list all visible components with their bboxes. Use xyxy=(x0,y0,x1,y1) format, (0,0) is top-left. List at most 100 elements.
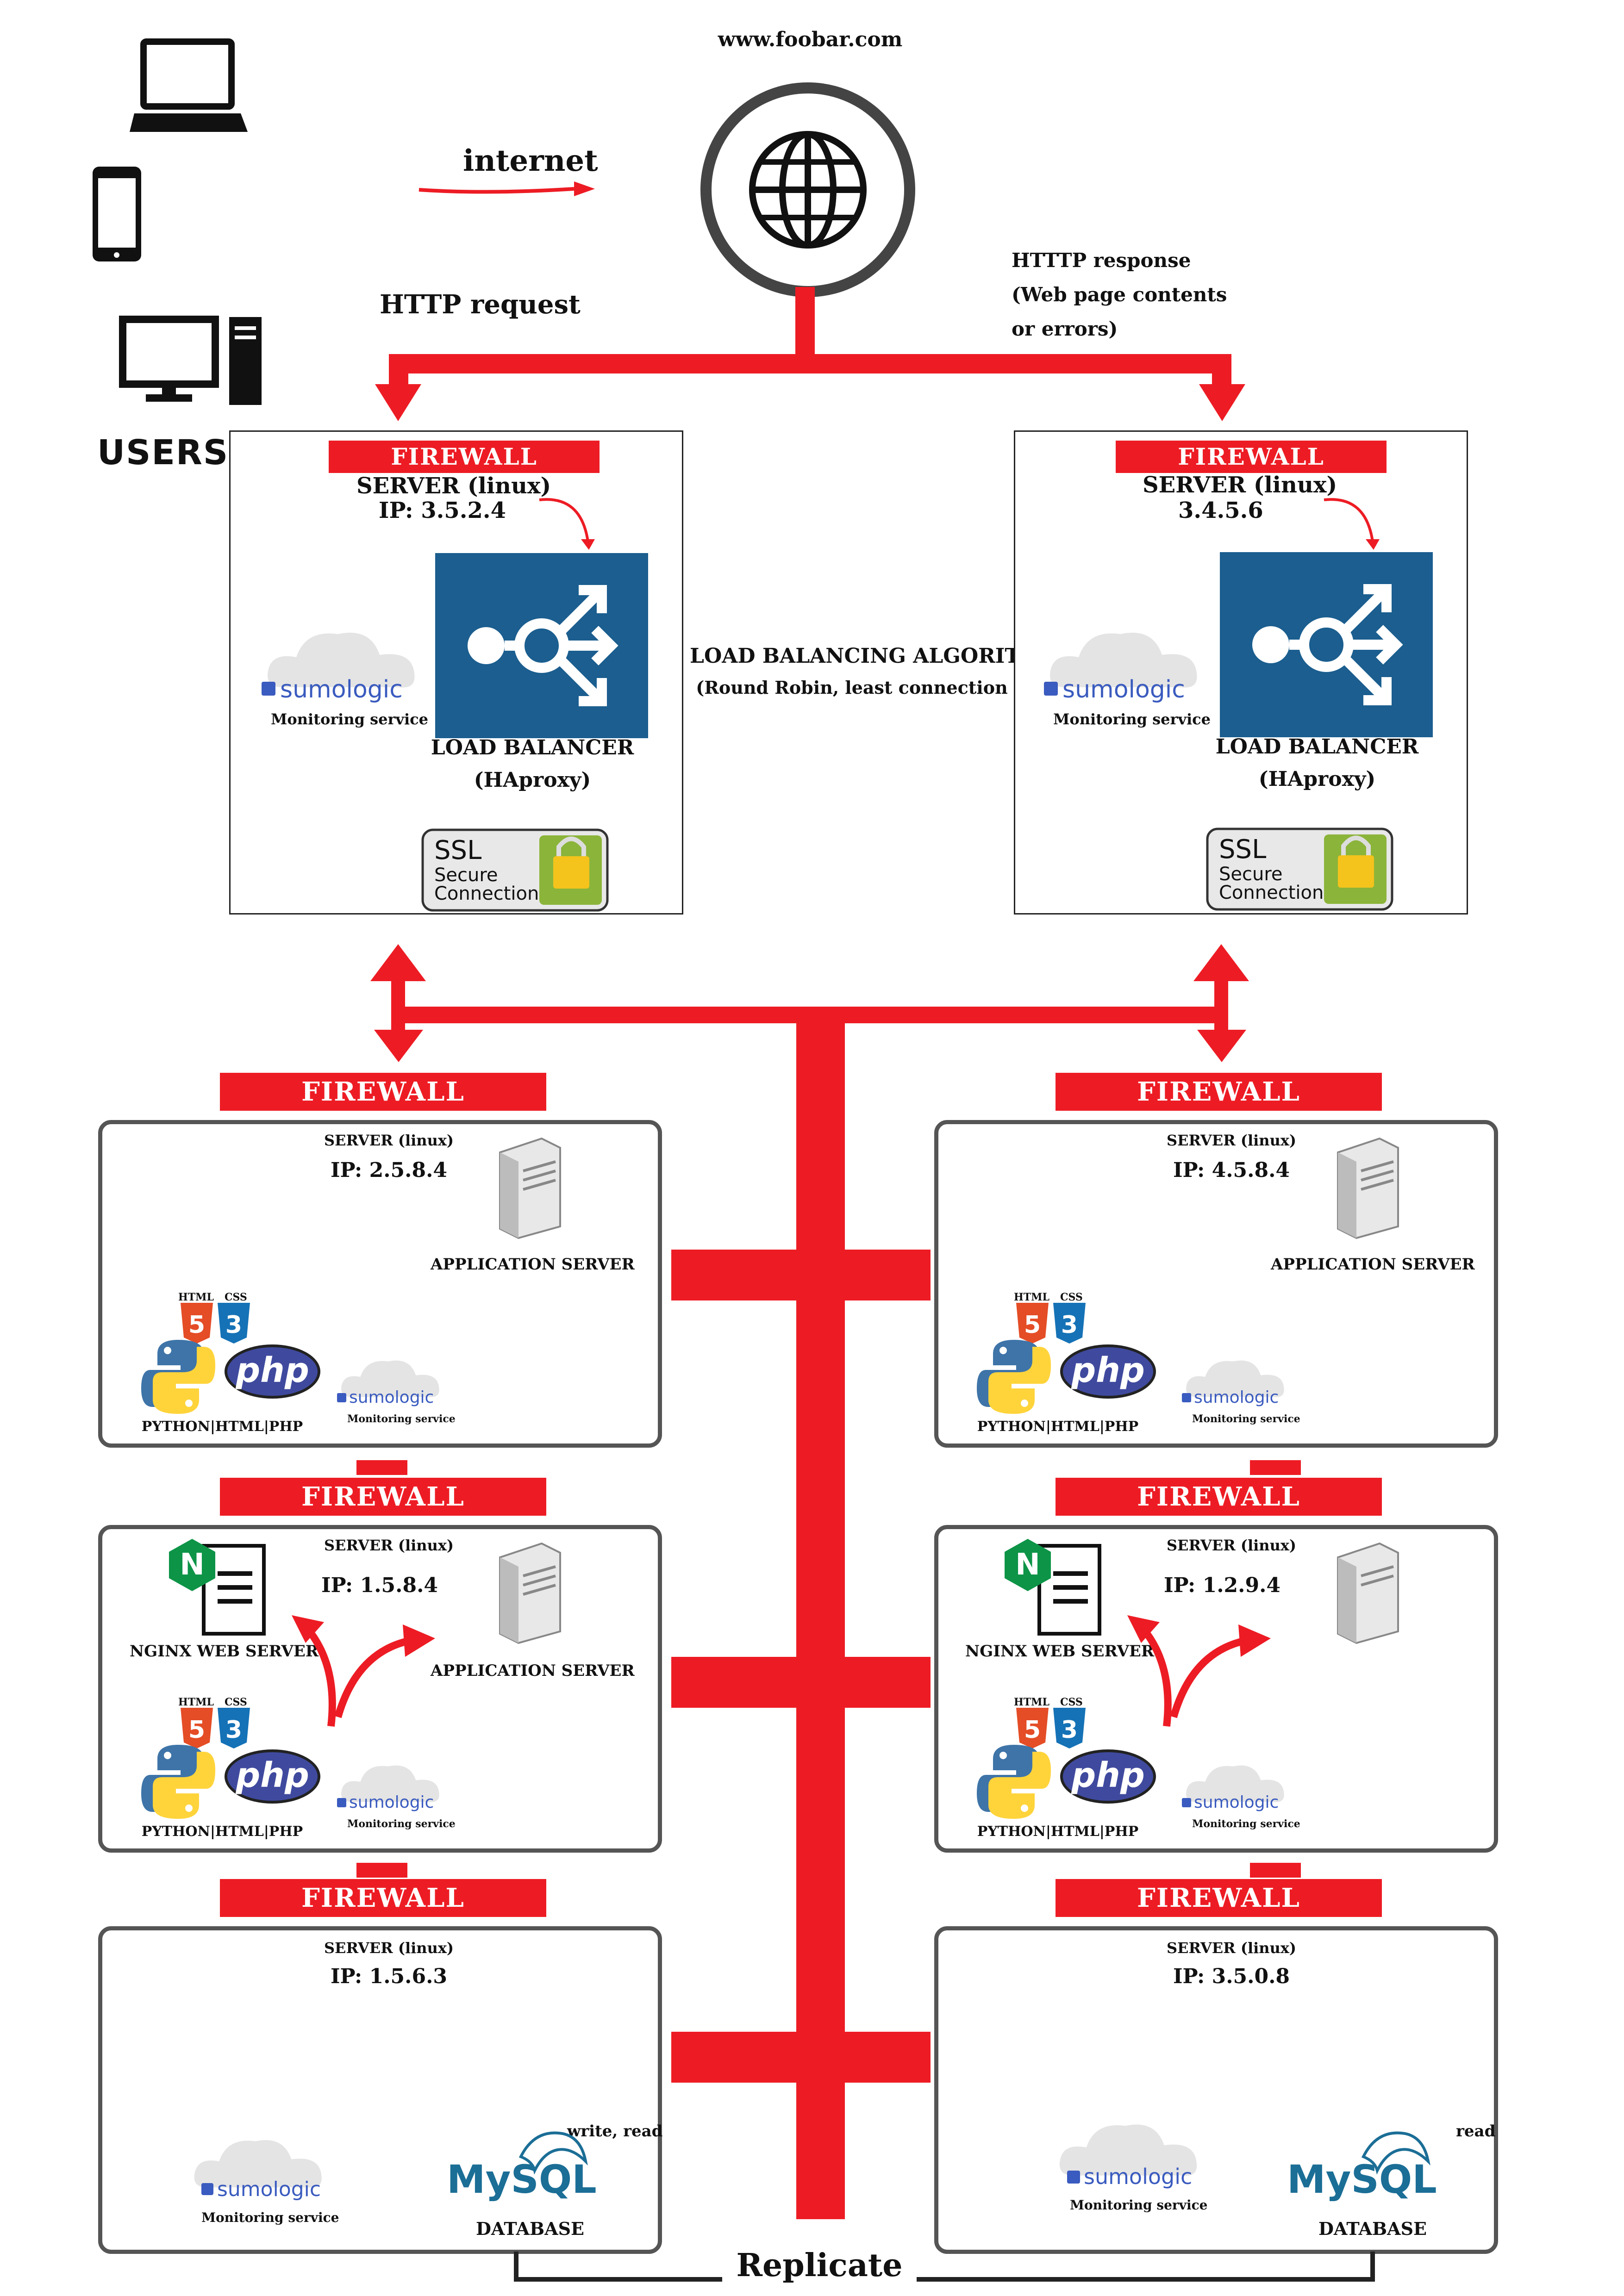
mysql-text: MySQL xyxy=(447,2157,597,2202)
http-response-line2: (Web page contents xyxy=(1012,283,1227,306)
db2-server-label: SERVER (linux) xyxy=(1166,1939,1297,1957)
db1-server-label: SERVER (linux) xyxy=(324,1939,454,1957)
arrow-up-lb1 xyxy=(370,944,426,981)
lb1-load-balancer-label: LOAD BALANCER xyxy=(431,736,634,759)
svg-text:N: N xyxy=(1015,1548,1040,1582)
internet-label: internet xyxy=(463,143,598,178)
css-badge: CSS xyxy=(1060,1696,1083,1708)
link-web2-db2 xyxy=(1250,1863,1301,1878)
firewall-app-2: FIREWALL xyxy=(1056,1073,1382,1111)
html-badge: HTML xyxy=(178,1291,214,1303)
php-icon: php xyxy=(225,1344,320,1399)
firewall-web-1: FIREWALL xyxy=(220,1478,546,1516)
server-tower-icon xyxy=(499,1542,561,1644)
arrow-down-lb2 xyxy=(1199,384,1245,421)
html5-css3-icon: 5 3 xyxy=(181,1303,250,1344)
internet-arrow xyxy=(418,181,595,196)
lb2-load-balancer-label: LOAD BALANCER xyxy=(1215,735,1419,759)
python-icon xyxy=(977,1745,1051,1819)
dolphin-icon xyxy=(518,2131,588,2175)
server-tower-icon xyxy=(499,1137,561,1239)
smartphone-icon xyxy=(93,167,141,261)
sumologic-logo-web1: sumologic Monitoring service xyxy=(333,1759,456,1842)
db-server-box-2 xyxy=(934,1926,1498,2254)
laptop-icon xyxy=(130,38,248,132)
load-balancer-icon-2 xyxy=(1220,552,1433,737)
mysql-text: MySQL xyxy=(1287,2157,1437,2202)
web1-nginx-label: NGINX WEB SERVER xyxy=(130,1642,319,1661)
nginx-icon: N xyxy=(1005,1539,1101,1636)
flow-arrows xyxy=(292,1615,435,1727)
sumologic-logo-lb2: sumologic Monitoring service xyxy=(1037,622,1213,743)
ssl-badge-lb2: SSL Secure Connection xyxy=(1206,828,1393,911)
backbone-rung-app xyxy=(671,1250,931,1300)
backbone-rung-db xyxy=(671,2032,931,2083)
firewall-app-1: FIREWALL xyxy=(220,1073,546,1111)
web2-stack-label: PYTHON|HTML|PHP xyxy=(977,1823,1139,1840)
web1-ip-label: IP: 1.5.8.4 xyxy=(321,1574,438,1597)
cloud-icon xyxy=(1059,2124,1197,2176)
lb1-server-label: SERVER (linux) xyxy=(356,473,551,499)
app2-stack-label: PYTHON|HTML|PHP xyxy=(977,1419,1139,1435)
cloud-icon xyxy=(341,1765,439,1802)
backbone-vertical xyxy=(796,1007,845,2219)
db2-access-label: read xyxy=(1456,2122,1496,2140)
web1-role-label: APPLICATION SERVER xyxy=(431,1661,635,1680)
lb2-curved-arrow xyxy=(1324,498,1380,550)
css-badge: CSS xyxy=(225,1291,247,1303)
db2-ip-label: IP: 3.5.0.8 xyxy=(1173,1965,1290,1988)
svg-text:3: 3 xyxy=(1061,1311,1078,1339)
connector-lb-horizontal xyxy=(389,354,1231,373)
firewall-db-2: FIREWALL xyxy=(1056,1879,1382,1917)
http-response-line3: or errors) xyxy=(1012,317,1118,340)
lb2-server-label: SERVER (linux) xyxy=(1143,472,1337,498)
db-server-box-1 xyxy=(98,1926,662,2254)
python-icon xyxy=(141,1745,215,1819)
python-icon xyxy=(977,1340,1051,1414)
cloud-icon xyxy=(1186,1360,1284,1397)
php-icon: php xyxy=(1060,1344,1156,1399)
web2-server-label: SERVER (linux) xyxy=(1166,1537,1297,1554)
php-icon: php xyxy=(1060,1749,1156,1804)
desktop-computer-icon xyxy=(119,316,262,405)
web1-server-label: SERVER (linux) xyxy=(324,1537,454,1554)
svg-text:3: 3 xyxy=(225,1311,242,1339)
firewall-lb-2: FIREWALL xyxy=(1116,441,1387,473)
db2-database-label: DATABASE xyxy=(1318,2218,1427,2239)
app2-ip-label: IP: 4.5.8.4 xyxy=(1173,1158,1290,1182)
app1-server-label: SERVER (linux) xyxy=(324,1132,454,1149)
link-web1-db1 xyxy=(356,1863,407,1878)
svg-text:5: 5 xyxy=(188,1716,205,1744)
svg-text:N: N xyxy=(180,1548,205,1582)
html-badge: HTML xyxy=(178,1696,214,1708)
web2-ip-label: IP: 1.2.9.4 xyxy=(1163,1574,1281,1597)
lb1-haproxy-label: (HAproxy) xyxy=(474,768,591,792)
lb1-curved-arrow xyxy=(539,498,595,550)
http-request-label: HTTP request xyxy=(380,289,581,320)
mysql-logo: MySQL xyxy=(447,2157,597,2202)
html5-css3-icon: 5 3 xyxy=(1016,1708,1086,1748)
lb1-ip-label: IP: 3.5.2.4 xyxy=(379,498,506,523)
web1-stack-label: PYTHON|HTML|PHP xyxy=(141,1823,303,1840)
app2-server-label: SERVER (linux) xyxy=(1166,1132,1297,1149)
sumologic-logo-lb1: sumologic Monitoring service xyxy=(255,622,431,743)
website-url: www.foobar.com xyxy=(718,28,903,51)
svg-text:3: 3 xyxy=(1061,1716,1078,1744)
server-tower-icon xyxy=(1337,1542,1399,1644)
app2-role-label: APPLICATION SERVER xyxy=(1271,1255,1475,1274)
connector-globe-down xyxy=(795,287,815,361)
algorithm-title: LOAD BALANCING ALGORITHM xyxy=(690,644,1062,668)
css-badge: CSS xyxy=(225,1696,247,1708)
python-icon xyxy=(141,1340,215,1414)
svg-text:5: 5 xyxy=(1024,1311,1041,1339)
html-badge: HTML xyxy=(1014,1696,1049,1708)
lb2-ip-label: 3.4.5.6 xyxy=(1178,498,1263,523)
html5-css3-icon: 5 3 xyxy=(1016,1303,1086,1344)
nginx-icon: N xyxy=(169,1539,266,1636)
svg-text:3: 3 xyxy=(225,1716,242,1744)
arrow-down-app2 xyxy=(1197,1030,1246,1062)
link-app2-web2 xyxy=(1250,1460,1301,1475)
arrow-down-app1 xyxy=(374,1030,423,1062)
sumologic-logo-db1: sumologic Monitoring service xyxy=(183,2131,340,2238)
http-response-line1: HTTTP response xyxy=(1012,249,1191,272)
